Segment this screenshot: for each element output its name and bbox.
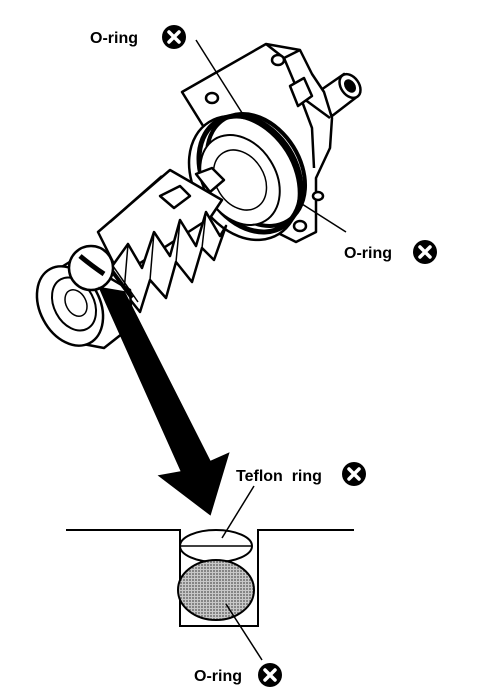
leader-oring-right [301,203,347,233]
label-teflon-ring: Teflon ring [236,462,366,486]
bolt-hole [204,91,220,105]
label-text: O-ring [344,245,392,262]
bolt-hole [270,53,286,67]
leader-oring-top [195,39,245,117]
label-oring-bottom: O-ring [194,663,282,687]
label-text: Teflon ring [236,468,322,485]
oring-section [177,559,255,621]
pinion-assembly [35,42,362,350]
leader-teflon-ring [221,485,255,539]
bolt-hole [311,190,325,202]
bolt-hole [292,219,308,233]
discard-mark-icon [162,25,186,49]
leader-lines [195,39,347,661]
cross-section-detail [66,529,354,627]
label-oring-top: O-ring [90,25,186,49]
label-oring-right: O-ring [344,240,437,264]
label-text: O-ring [194,668,242,685]
label-text: O-ring [90,30,138,47]
discard-mark-icon [413,240,437,264]
piston-ring-groove [78,254,106,277]
discard-mark-icon [258,663,282,687]
detail-callout-circle [67,244,115,292]
leader-oring-bottom [225,603,263,661]
discard-mark-icon [342,462,366,486]
detail-arrow [98,286,230,516]
groove-outline [66,529,354,627]
